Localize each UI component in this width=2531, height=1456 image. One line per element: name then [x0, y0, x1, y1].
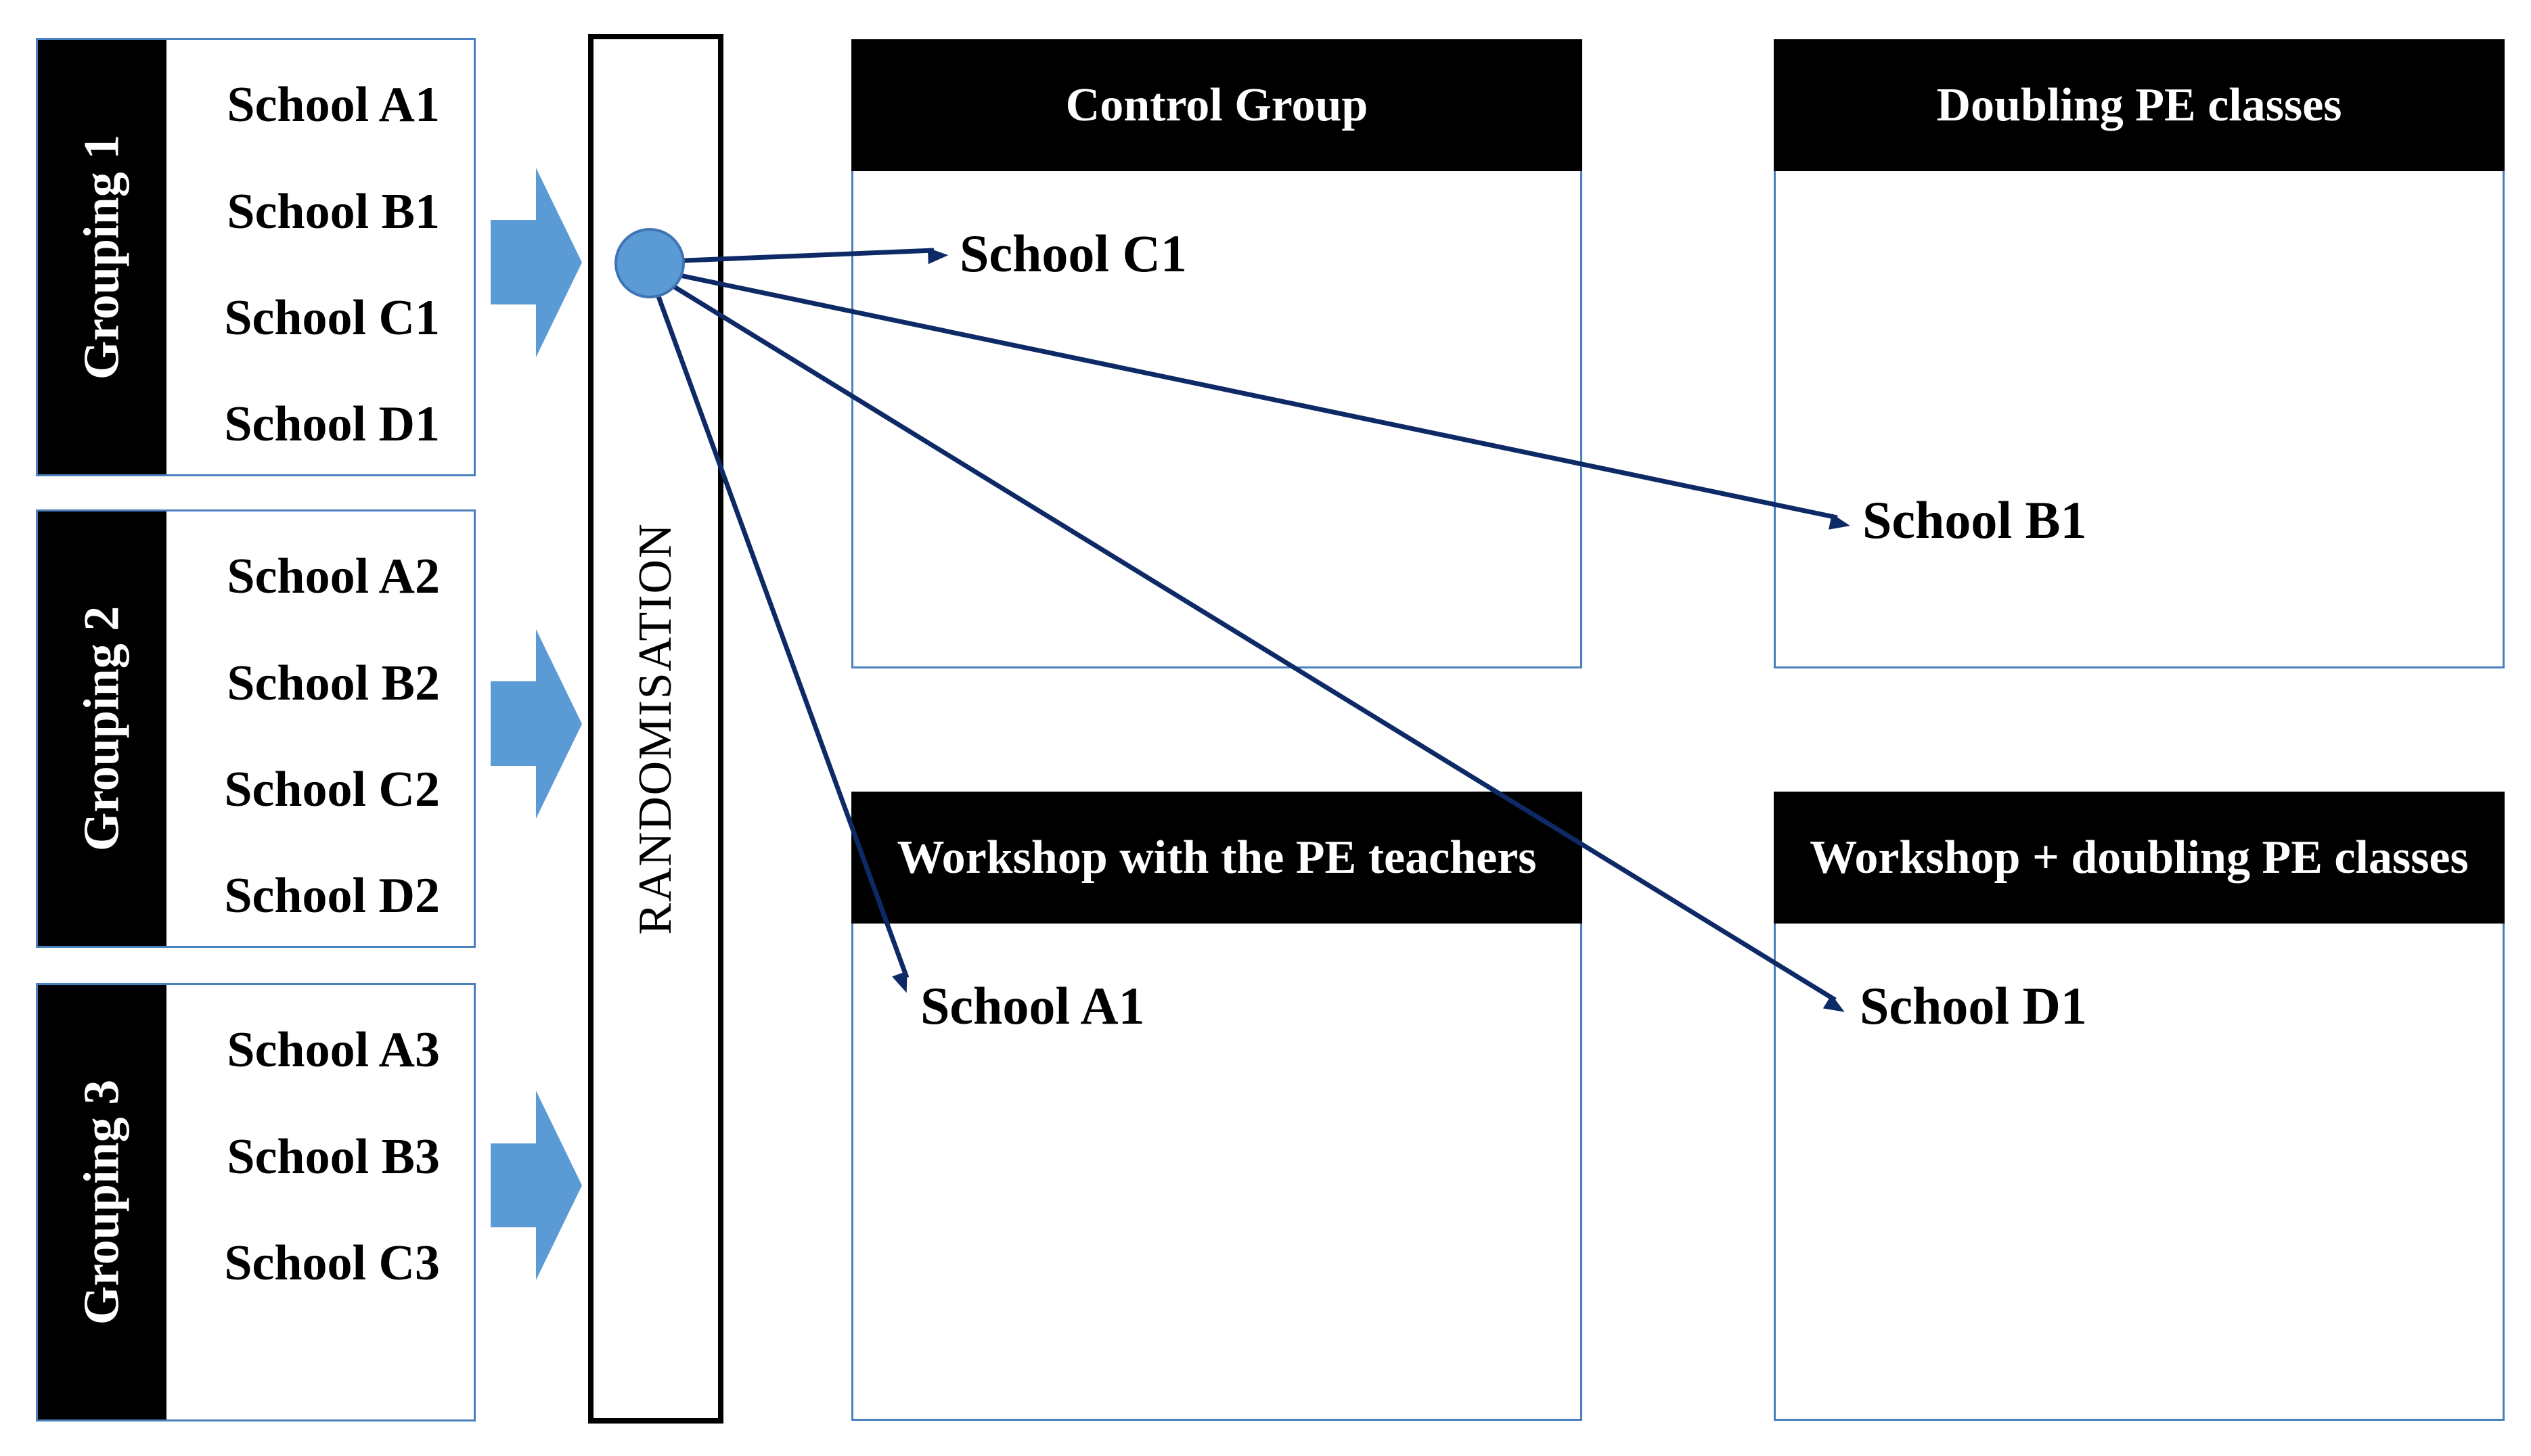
assign-line-control: [669, 248, 949, 265]
assigned-school-workshop: School A1: [920, 976, 1145, 1035]
block-arrow-grouping-1: [491, 168, 582, 357]
assign-line-doubling: [673, 271, 1850, 530]
assign-line-workshop-doubling: [669, 282, 1845, 1012]
school-a2-item: School A2: [227, 549, 440, 604]
school-c2-item: School C2: [224, 762, 440, 817]
school-b3-item: School B3: [227, 1129, 440, 1185]
school-a1-item: School A1: [227, 77, 440, 133]
block-arrow-grouping-2: [491, 629, 582, 819]
assigned-school-doubling: School B1: [1862, 491, 2087, 549]
grouping-2-header: Grouping 2: [38, 511, 166, 946]
grouping-3-header: Grouping 3: [38, 985, 166, 1419]
arm-control-panel: Control Group: [851, 39, 1582, 668]
arm-workshop-doubling-title: Workshop + doubling PE classes: [1774, 792, 2505, 924]
arm-control-title: Control Group: [851, 39, 1582, 171]
assigned-school-workshop-doubling: School D1: [1860, 976, 2087, 1035]
school-b1-item: School B1: [227, 184, 440, 240]
school-c1-item: School C1: [224, 290, 440, 346]
randomisation-node: [614, 228, 685, 298]
arm-workshop-title: Workshop with the PE teachers: [851, 792, 1582, 924]
grouping-2-box: Grouping 2 School A2 School B2 School C2…: [36, 509, 476, 948]
grouping-1-header: Grouping 1: [38, 40, 166, 474]
arm-workshop-doubling-panel: Workshop + doubling PE classes: [1774, 792, 2505, 1421]
grouping-1-box: Grouping 1 School A1 School B1 School C1…: [36, 38, 476, 476]
assigned-school-control: School C1: [960, 224, 1187, 283]
grouping-3-box: Grouping 3 School A3 School B3 School C3: [36, 983, 476, 1421]
school-b2-item: School B2: [227, 656, 440, 711]
arm-workshop-panel: Workshop with the PE teachers: [851, 792, 1582, 1421]
assign-line-workshop: [654, 290, 910, 993]
arm-doubling-panel: Doubling PE classes: [1774, 39, 2505, 668]
block-arrow-grouping-3: [491, 1091, 582, 1280]
school-a3-item: School A3: [227, 1022, 440, 1078]
school-d1-item: School D1: [224, 396, 440, 452]
school-c3-item: School C3: [224, 1235, 440, 1291]
school-d2-item: School D2: [224, 868, 440, 924]
arm-doubling-title: Doubling PE classes: [1774, 39, 2505, 171]
